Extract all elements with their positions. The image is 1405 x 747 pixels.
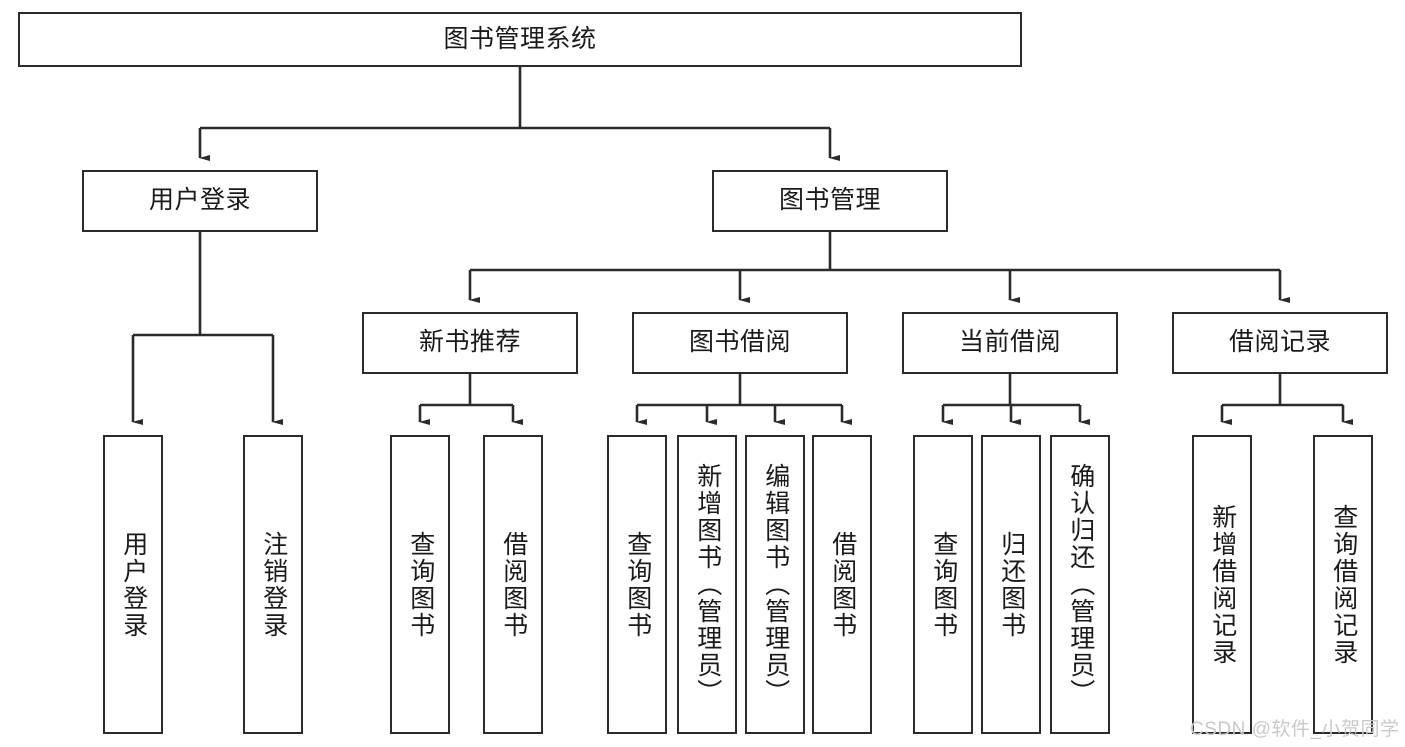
node-root[interactable]: 图书管理系统 xyxy=(18,12,1022,67)
leaf-borrow-query[interactable]: 查询图书 xyxy=(607,435,667,734)
leaf-borrow-add-label: 新增图书（管理员） xyxy=(693,463,722,706)
leaf-borrow-book[interactable]: 借阅图书 xyxy=(812,435,872,734)
leaf-user-login-label: 用户登录 xyxy=(119,530,148,639)
leaf-current-return-label: 归还图书 xyxy=(997,530,1026,639)
node-current-borrow[interactable]: 当前借阅 xyxy=(902,312,1118,374)
leaf-current-confirm-return[interactable]: 确认归还（管理员） xyxy=(1050,435,1110,734)
leaf-user-logout[interactable]: 注销登录 xyxy=(243,435,303,734)
leaf-current-query[interactable]: 查询图书 xyxy=(913,435,973,734)
leaf-record-add-label: 新增借阅记录 xyxy=(1208,503,1237,666)
leaf-record-query-label: 查询借阅记录 xyxy=(1329,503,1358,666)
leaf-newbook-borrow[interactable]: 借阅图书 xyxy=(483,435,543,734)
node-user-login-label: 用户登录 xyxy=(148,186,251,215)
node-new-book-recommend[interactable]: 新书推荐 xyxy=(362,312,578,374)
node-current-borrow-label: 当前借阅 xyxy=(958,328,1061,357)
node-book-borrow[interactable]: 图书借阅 xyxy=(632,312,848,374)
leaf-record-add[interactable]: 新增借阅记录 xyxy=(1192,435,1252,734)
leaf-borrow-add[interactable]: 新增图书（管理员） xyxy=(677,435,737,734)
leaf-current-query-label: 查询图书 xyxy=(929,530,958,639)
leaf-borrow-edit[interactable]: 编辑图书（管理员） xyxy=(745,435,805,734)
leaf-borrow-book-label: 借阅图书 xyxy=(828,530,857,639)
leaf-record-query[interactable]: 查询借阅记录 xyxy=(1313,435,1373,734)
node-borrow-records[interactable]: 借阅记录 xyxy=(1172,312,1388,374)
node-book-borrow-label: 图书借阅 xyxy=(688,328,791,357)
leaf-user-logout-label: 注销登录 xyxy=(259,530,288,639)
leaf-borrow-query-label: 查询图书 xyxy=(623,530,652,639)
leaf-newbook-query[interactable]: 查询图书 xyxy=(390,435,450,734)
leaf-newbook-borrow-label: 借阅图书 xyxy=(499,530,528,639)
leaf-newbook-query-label: 查询图书 xyxy=(406,530,435,639)
node-root-label: 图书管理系统 xyxy=(443,24,597,53)
node-book-management-label: 图书管理 xyxy=(778,186,881,215)
leaf-current-return[interactable]: 归还图书 xyxy=(981,435,1041,734)
node-new-book-recommend-label: 新书推荐 xyxy=(418,328,521,357)
leaf-user-login[interactable]: 用户登录 xyxy=(103,435,163,734)
watermark: CSDN @软件_小贺同学 xyxy=(1190,719,1400,740)
node-borrow-records-label: 借阅记录 xyxy=(1228,328,1331,357)
node-book-management[interactable]: 图书管理 xyxy=(712,170,948,232)
leaf-current-confirm-return-label: 确认归还（管理员） xyxy=(1066,463,1095,706)
leaf-borrow-edit-label: 编辑图书（管理员） xyxy=(761,463,790,706)
node-user-login[interactable]: 用户登录 xyxy=(82,170,318,232)
